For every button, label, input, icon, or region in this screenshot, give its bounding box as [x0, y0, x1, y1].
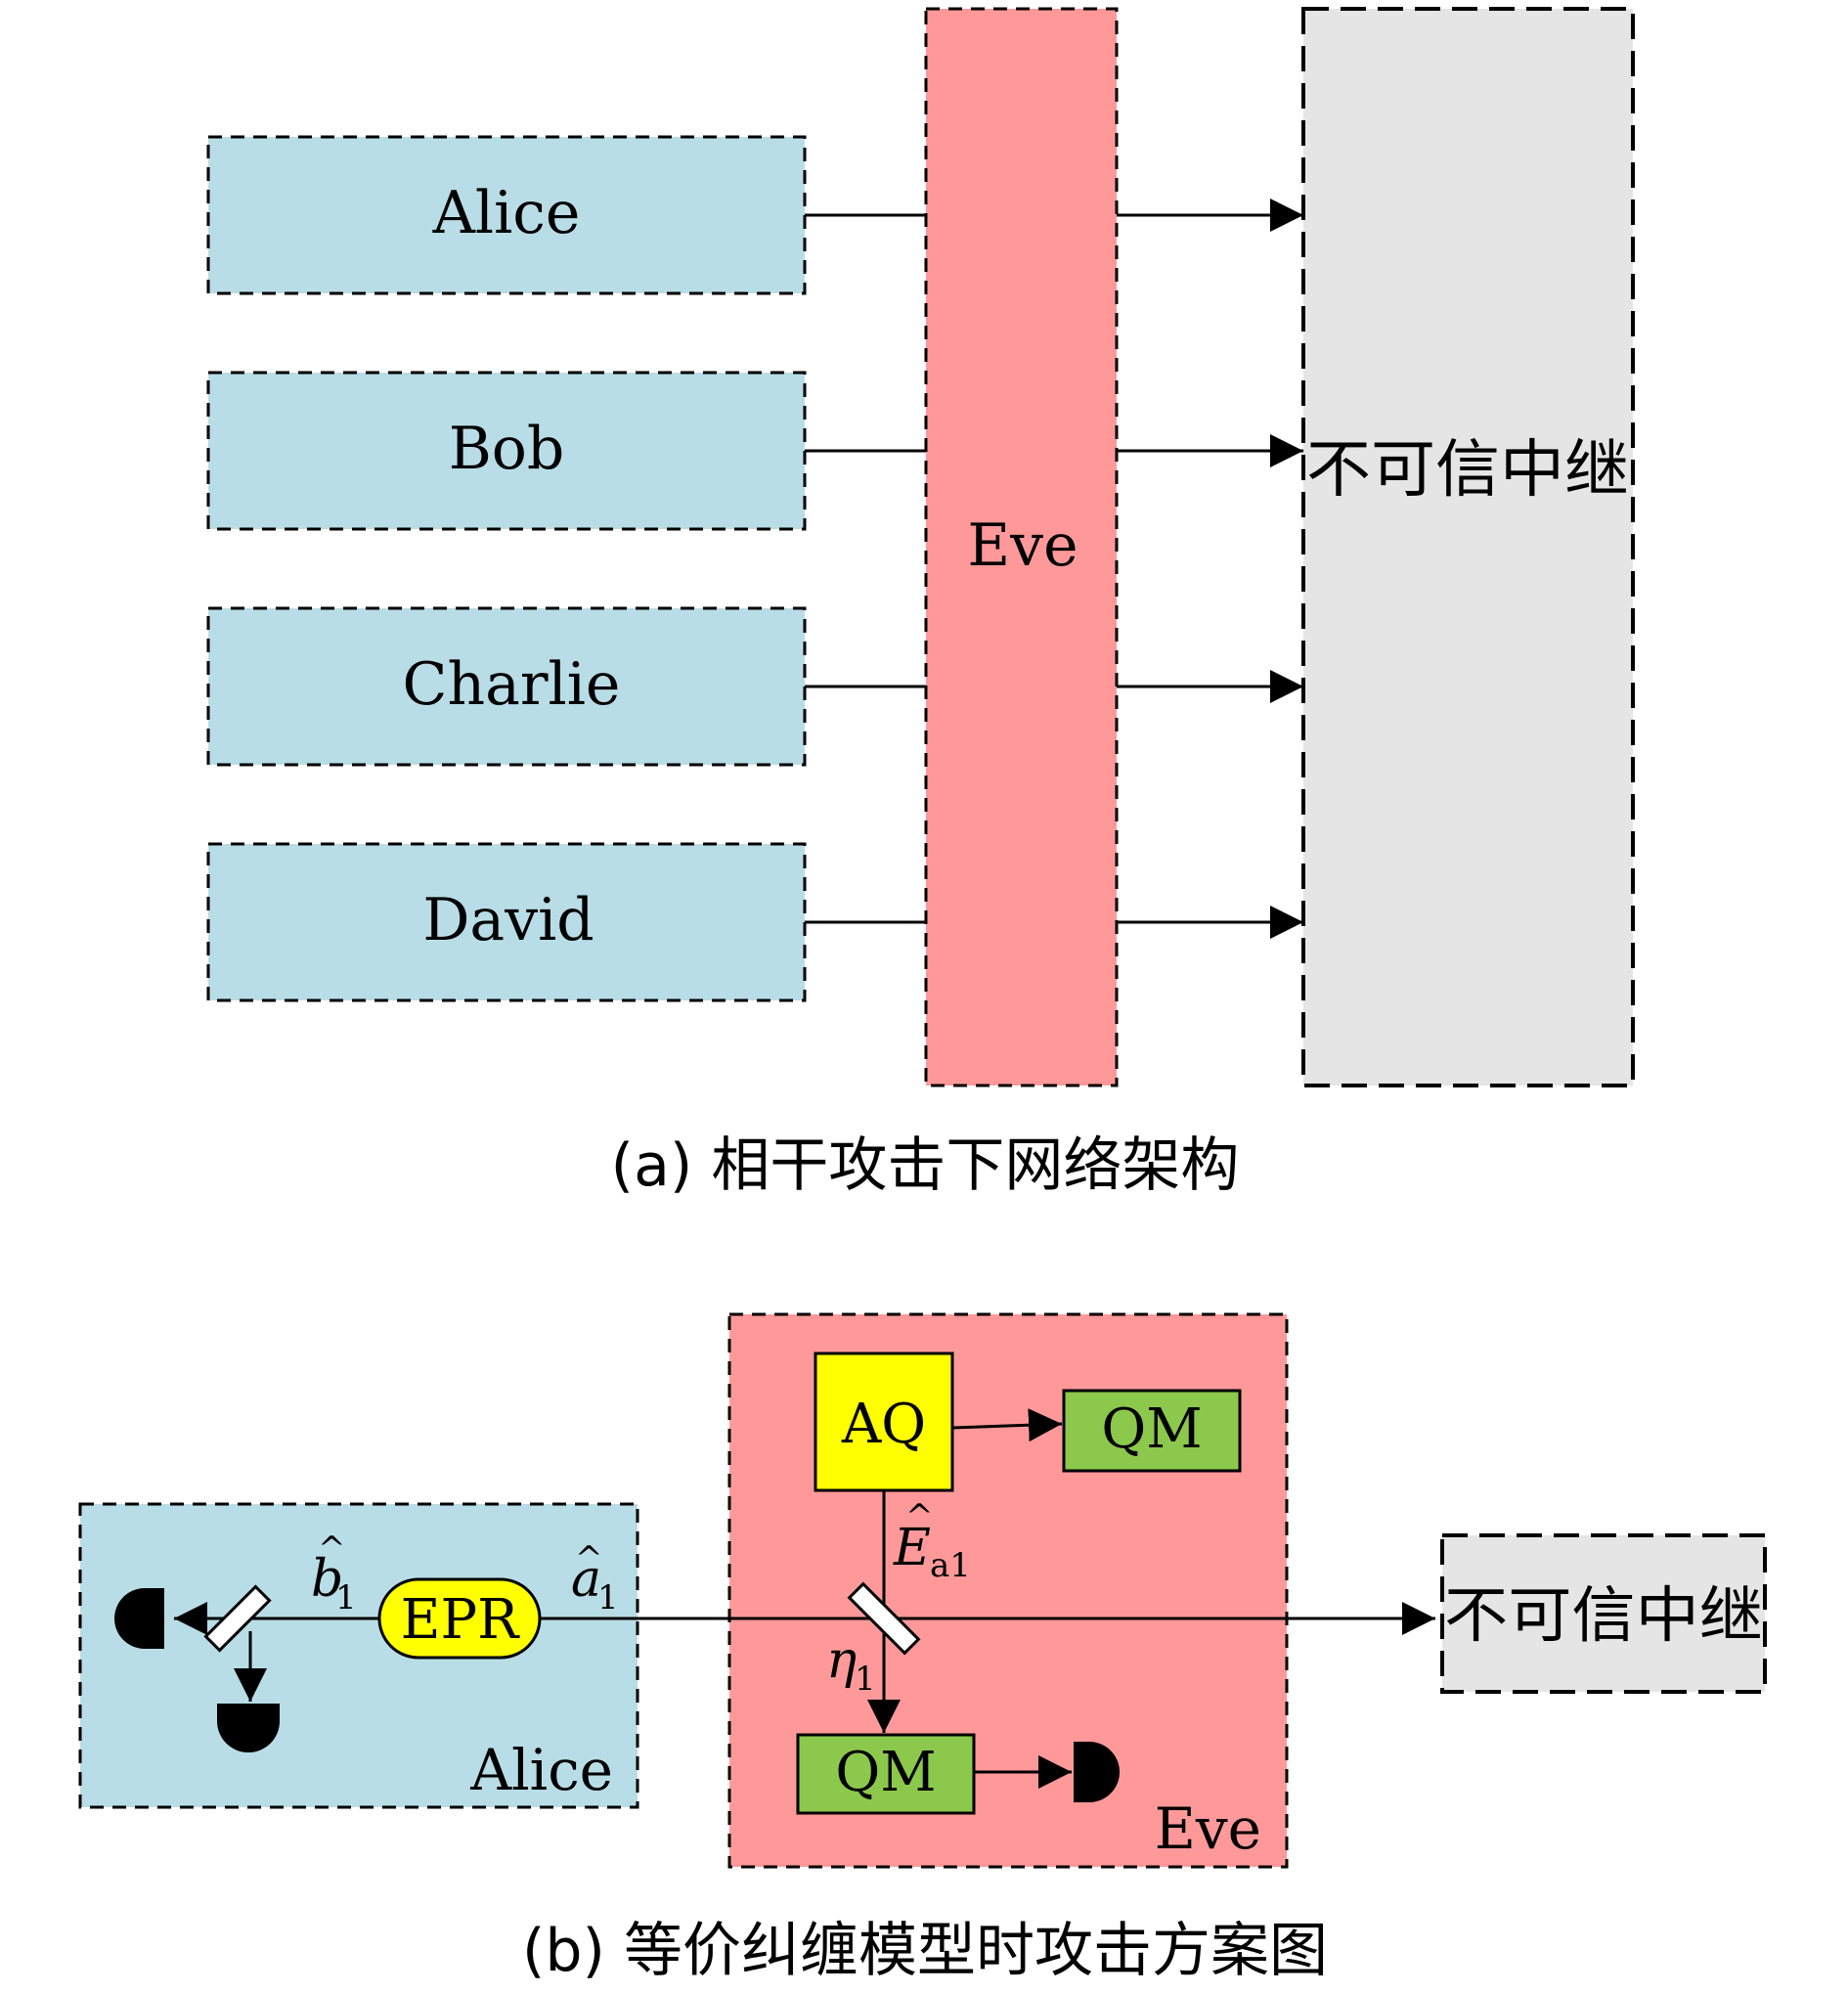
mode-e-hat: ^ — [905, 1497, 934, 1536]
mode-a-subscript: 1 — [597, 1578, 619, 1617]
mode-a-hat: ^ — [575, 1539, 603, 1578]
relay-box — [1440, 1533, 1767, 1694]
david-box — [206, 842, 807, 1002]
alice-region-label: Alice — [469, 1737, 613, 1803]
qm-bottom-box — [796, 1733, 976, 1815]
charlie-label: Charlie — [403, 650, 621, 719]
alice-beamsplitter — [203, 1584, 272, 1653]
relay-column — [1301, 7, 1635, 1087]
eve-detector — [1074, 1742, 1120, 1802]
mode-b-hat: ^ — [318, 1529, 346, 1569]
alice-detector-left — [114, 1588, 164, 1649]
alice-detector-bottom — [217, 1704, 280, 1752]
aq-label: AQ — [841, 1393, 926, 1456]
caption-a: (a) 相干攻击下网络架构 — [611, 1131, 1240, 1200]
qm-top-label: QM — [1101, 1397, 1202, 1461]
charlie-box — [206, 606, 807, 767]
alice-label: Alice — [432, 179, 581, 247]
alice-region — [78, 1502, 639, 1809]
qm-top-box — [1062, 1389, 1242, 1473]
aq-to-qm-arrow — [951, 1408, 1063, 1442]
qm-bottom-label: QM — [835, 1741, 936, 1804]
eve-label: Eve — [967, 511, 1078, 580]
panel-a: Alice Bob Charlie David Eve 不可信中继 (a) 相干… — [206, 7, 1635, 1200]
relay-label: 不可信中继 — [1306, 434, 1629, 507]
mode-e-subscript: a1 — [930, 1546, 971, 1585]
mode-a-label: a — [571, 1550, 601, 1609]
bob-label: Bob — [449, 415, 565, 483]
panel-b: Alice Eve 不可信中继 EPR b ^ 1 a ^ 1 AQ QM — [78, 1312, 1767, 1985]
mode-b-label: b — [311, 1550, 343, 1609]
eta-subscript: 1 — [855, 1660, 876, 1699]
david-label: David — [422, 886, 594, 954]
mode-b-subscript: 1 — [335, 1578, 357, 1617]
eta-label: η — [826, 1631, 857, 1690]
eve-beamsplitter — [847, 1581, 921, 1656]
alice-box — [206, 135, 807, 295]
mode-e-label: E — [893, 1519, 931, 1577]
epr-source — [377, 1577, 542, 1660]
eve-column — [924, 7, 1119, 1087]
bob-box — [206, 371, 807, 531]
aq-box — [814, 1351, 954, 1492]
epr-label: EPR — [401, 1588, 521, 1652]
relay-box-label: 不可信中继 — [1444, 1579, 1763, 1651]
caption-b: (b) 等价纠缠模型时攻击方案图 — [522, 1917, 1328, 1985]
eve-region-label: Eve — [1155, 1795, 1261, 1862]
